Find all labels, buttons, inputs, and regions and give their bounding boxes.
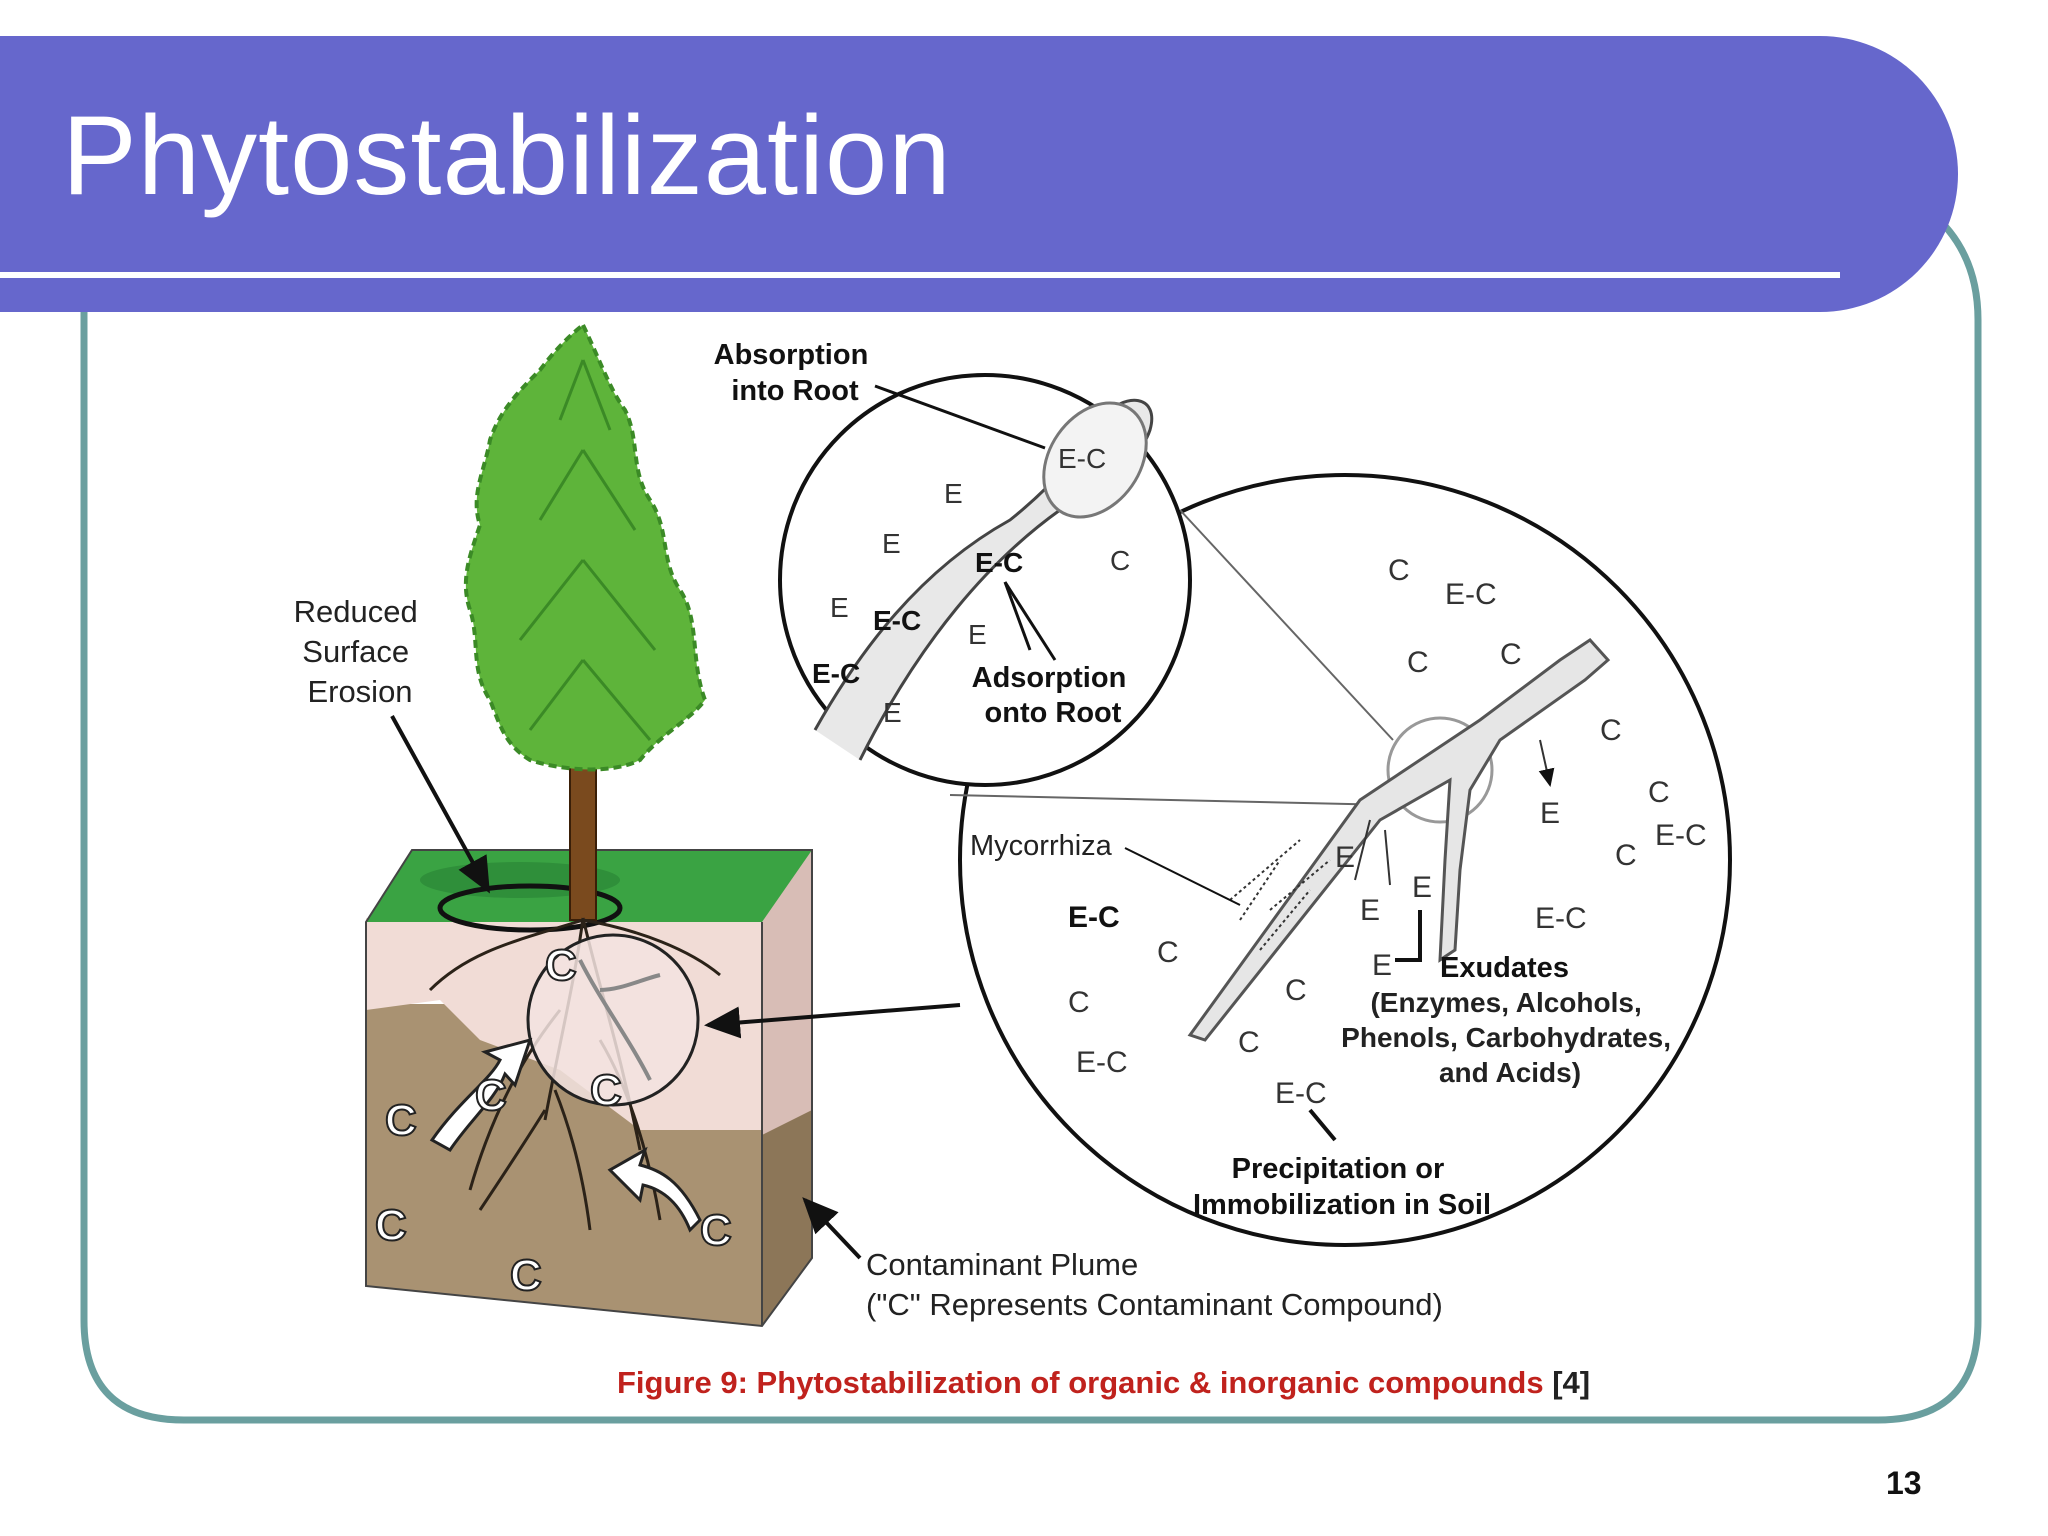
large-mark: E [1372, 949, 1392, 982]
precipitation-label: Precipitation or Immobilization in Soil [1193, 1153, 1491, 1221]
large-mark: C [1285, 974, 1307, 1007]
top-mark: E [882, 528, 901, 559]
large-mark: E-C [1445, 578, 1497, 611]
top-mark: E [883, 697, 902, 728]
soil-contaminant-marks: C C C C C C C [374, 940, 733, 1301]
large-mark: C [1157, 936, 1179, 969]
large-mark: E [1540, 797, 1560, 830]
root-detail-marker [1386, 716, 1494, 824]
large-mark: C [1648, 776, 1670, 809]
top-circle-marks: E-C E E E-C C E E-C E E-C E [812, 443, 1130, 728]
exudates-title: Exudates [1440, 952, 1569, 984]
large-mark: C [1500, 638, 1522, 671]
caption-citation: [4] [1552, 1365, 1591, 1400]
slide-title: Phytostabilization [62, 93, 952, 218]
zoom-connector-arrow [704, 1003, 961, 1039]
soil-c-mark: C [510, 1251, 542, 1300]
uptake-arrow-left [429, 1037, 533, 1152]
large-mark: E-C [1535, 902, 1587, 935]
large-mark: E [1360, 894, 1380, 927]
slide-number: 13 [1886, 1465, 1922, 1501]
title-underline [0, 272, 1840, 278]
top-mark: E [830, 592, 849, 623]
top-mark: E [968, 619, 987, 650]
large-mark: C [1615, 839, 1637, 872]
top-mark: E-C [812, 658, 860, 689]
large-mark: E-C [1068, 901, 1120, 934]
caption-text: Figure 9: Phytostabilization of organic … [617, 1365, 1544, 1400]
soil-c-mark: C [590, 1066, 622, 1115]
soil-c-mark: C [700, 1206, 732, 1255]
exudates-detail: (Enzymes, Alcohols, Phenols, Carbohydrat… [1341, 987, 1679, 1088]
tree [463, 321, 708, 921]
top-mark: E [944, 478, 963, 509]
root-with-mycorrhiza [1187, 638, 1611, 1042]
large-mark: C [1388, 554, 1410, 587]
large-mark: E-C [1076, 1046, 1128, 1079]
large-mark: C [1600, 714, 1622, 747]
absorption-label: Absorption into Root [714, 339, 877, 407]
large-circle-marks: C E-C C C C C C E-C E E E E E-C E-C C C … [1068, 554, 1707, 1110]
figure-caption: Figure 9: Phytostabilization of organic … [617, 1365, 1590, 1401]
content-frame [80, 207, 1982, 1424]
large-mark: E-C [1655, 819, 1707, 852]
adsorption-label: Adsorption onto Root [972, 662, 1135, 729]
reduced-erosion-label: Reduced Surface Erosion [294, 594, 427, 709]
large-mark: E-C [1275, 1077, 1327, 1110]
large-mark: C [1407, 646, 1429, 679]
soil-c-mark: C [475, 1071, 507, 1120]
top-mark: C [1110, 545, 1130, 576]
top-mark: E-C [873, 605, 921, 636]
large-mark: C [1238, 1026, 1260, 1059]
soil-c-mark: C [375, 1201, 407, 1250]
title-bar [0, 36, 1958, 312]
erosion-ring [437, 883, 623, 933]
soil-c-mark: C [385, 1096, 417, 1145]
large-mark: E [1335, 841, 1355, 874]
mycorrhiza-label: Mycorrhiza [970, 830, 1113, 862]
top-mark: E-C [975, 547, 1023, 578]
soil-c-mark: C [545, 941, 577, 990]
plume-label: Contaminant Plume ("C" Represents Contam… [866, 1247, 1443, 1322]
large-mark: C [1068, 986, 1090, 1019]
uptake-arrow-right [607, 1146, 702, 1233]
top-mark: E-C [1058, 443, 1106, 474]
large-mark: E [1412, 871, 1432, 904]
